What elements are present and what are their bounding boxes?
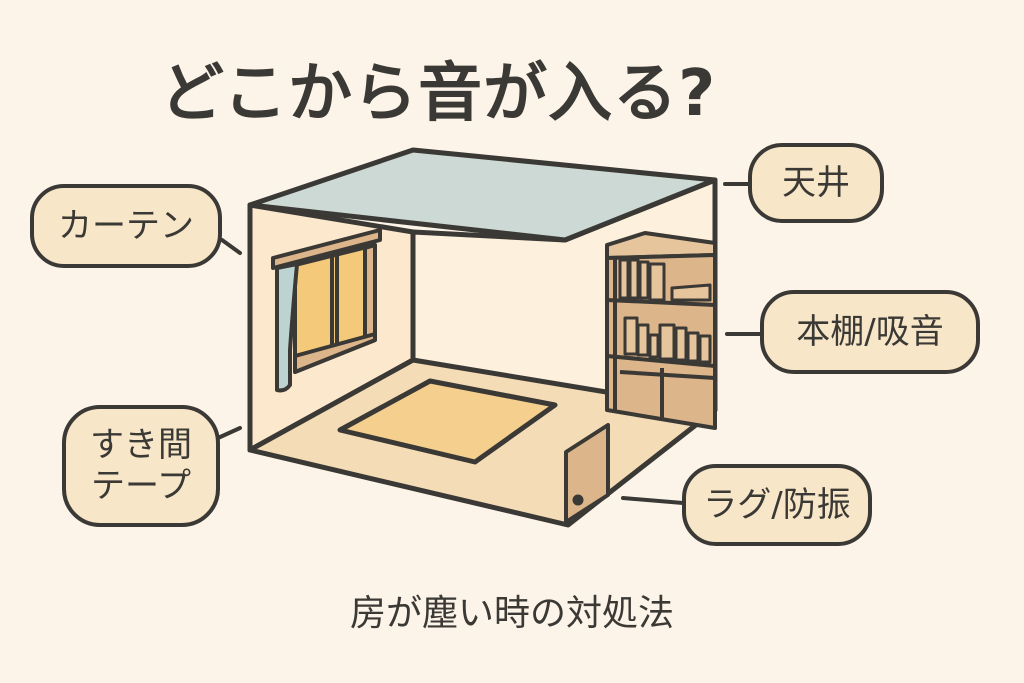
label-curtain: カーテン [30, 184, 222, 268]
label-gap-tape: すき間 テープ [62, 405, 220, 527]
curtain-leader-line [220, 238, 242, 255]
bookshelf [605, 231, 717, 430]
rug-leader-line [621, 496, 685, 505]
gap-tape-leader-line [216, 426, 242, 440]
window [271, 228, 382, 393]
label-rug: ラグ/防振 [682, 464, 872, 546]
anti-vibration-panel [564, 423, 610, 524]
diagram-title: どこから音が入る? [160, 57, 717, 131]
label-ceiling: 天井 [748, 143, 884, 223]
rug [337, 378, 558, 465]
diagram-subtitle: 房が塵い時の対処法 [349, 593, 674, 634]
label-bookshelf: 本棚/吸音 [760, 290, 980, 374]
curtain [275, 262, 299, 393]
